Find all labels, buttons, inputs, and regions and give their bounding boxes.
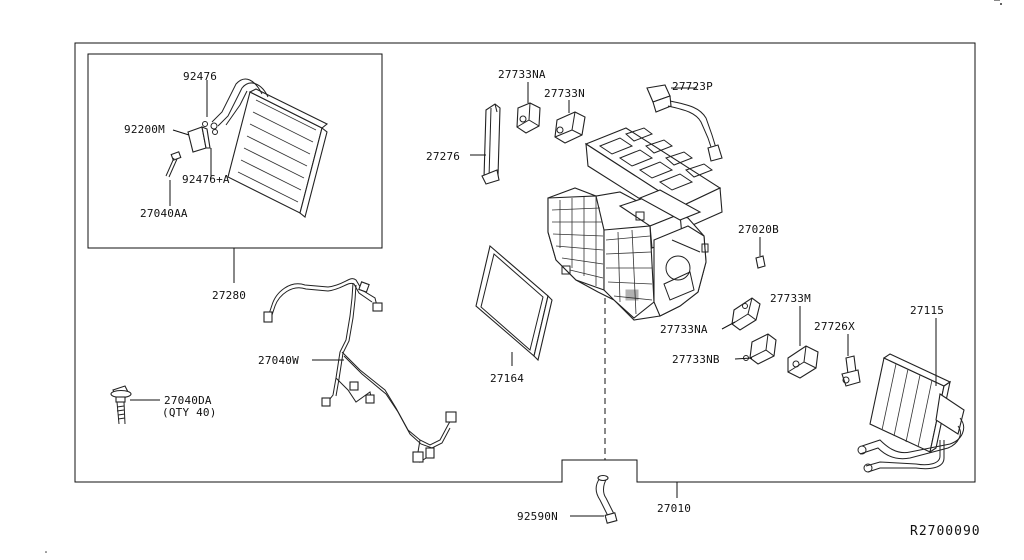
- evaporator-core: [211, 78, 329, 218]
- evaporator-kit-box: [87, 53, 383, 249]
- part-number-label: 27115: [910, 304, 944, 317]
- leader-line: [734, 357, 753, 360]
- part-number-label: 27276: [426, 150, 460, 163]
- part-number-label: 92590N: [517, 510, 558, 523]
- part-number-label: 27280: [212, 289, 246, 302]
- part-number-label: 27010: [657, 502, 691, 515]
- actuator-motor: [731, 297, 761, 331]
- diagram-reference-code: R2700090: [910, 524, 981, 539]
- part-number-label: 27723P: [672, 80, 713, 93]
- actuator-motor: [743, 333, 777, 365]
- part-number-label: 27020B: [738, 223, 779, 236]
- part-number-label: 27040W: [258, 354, 299, 367]
- cabin-filter: [475, 244, 553, 362]
- part-number-label: 27726X: [814, 320, 855, 333]
- leader-line: [721, 321, 736, 330]
- part-number-label: 27733NA: [660, 323, 708, 336]
- actuator-motor: [554, 111, 586, 144]
- wiring-harness: [263, 278, 457, 463]
- part-number-label: 27733M: [770, 292, 811, 305]
- part-number-label: 27040DA: [164, 394, 212, 407]
- screw: [110, 385, 132, 425]
- drain-hose: [595, 474, 618, 524]
- expansion-valve: [187, 121, 218, 153]
- clip: [755, 255, 766, 269]
- part-number-label: 92200M: [124, 123, 165, 136]
- leader-line: [172, 129, 190, 136]
- duct-bracket: [481, 103, 501, 185]
- heater-unit-assembly: [547, 127, 723, 321]
- heater-core: [857, 353, 965, 473]
- temperature-sensor: [841, 355, 861, 387]
- part-number-label: 27733NA: [498, 68, 546, 81]
- part-number-label: 27733NB: [672, 353, 720, 366]
- part-number-label: 27164: [490, 372, 524, 385]
- part-number-label: 92476+A: [182, 173, 230, 186]
- corner-mark: [45, 551, 47, 553]
- assembly-frame: [74, 42, 976, 483]
- bolt-small: [165, 151, 182, 178]
- corner-mark: [1000, 3, 1002, 5]
- part-number-label: 27040AA: [140, 207, 188, 220]
- actuator-motor: [516, 102, 541, 134]
- part-number-label: 27733N: [544, 87, 585, 100]
- actuator-motor: [787, 345, 819, 379]
- aspirator-sensor: [646, 84, 723, 162]
- part-number-label: 92476: [183, 70, 217, 83]
- part-quantity-label: (QTY 40): [162, 406, 217, 419]
